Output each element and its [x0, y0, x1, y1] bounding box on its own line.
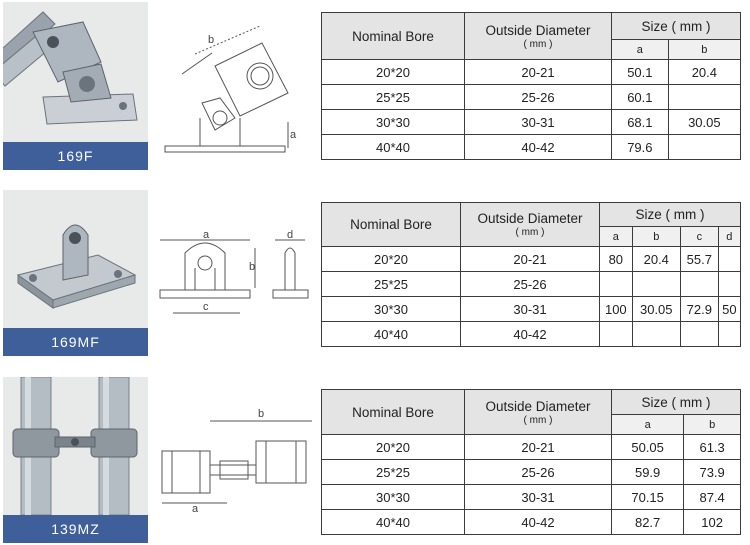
- drawing-label: d: [287, 229, 293, 241]
- col-header-size: Size ( mm ): [611, 12, 741, 40]
- col-header-size: Size ( mm ): [599, 202, 741, 227]
- col-header-outside-diameter: Outside Diameter( mm ): [464, 389, 612, 435]
- product-section-139mz: 139MZ b a Nominal Bore Outside Diameter(…: [0, 375, 750, 545]
- size-col-a: a: [610, 414, 685, 435]
- product-photo-139mz: 139MZ: [3, 377, 148, 543]
- fitting-139mz-image: [3, 377, 148, 516]
- product-code-label: 139MZ: [3, 515, 148, 543]
- spec-table-169mf: Nominal Bore Outside Diameter( mm ) Size…: [321, 202, 742, 347]
- size-col-b: b: [683, 414, 741, 435]
- drawing-label: a: [192, 503, 199, 513]
- size-col-a: a: [599, 226, 633, 247]
- product-code-label: 169F: [3, 142, 148, 170]
- size-col-a: a: [611, 39, 669, 60]
- fitting-169f-image: [3, 2, 148, 142]
- drawing-label: a: [203, 229, 210, 241]
- size-col-d: d: [717, 226, 742, 247]
- product-section-169mf: 169MF a b c d Nominal Bore Outside Diame…: [0, 188, 750, 358]
- drawing-label: a: [290, 129, 297, 141]
- technical-drawing-139mz: b a: [161, 408, 312, 513]
- spec-table-139mz: Nominal Bore Outside Diameter( mm ) Size…: [321, 389, 741, 535]
- drawing-label: c: [203, 301, 209, 313]
- size-col-b: b: [667, 39, 742, 60]
- technical-drawing-169mf: a b c d: [159, 229, 309, 314]
- col-header-nominal-bore: Nominal Bore: [321, 12, 465, 60]
- col-header-outside-diameter: Outside Diameter( mm ): [464, 12, 612, 60]
- product-section-169f: 169F b a Nominal Bore Outside Diameter( …: [0, 0, 750, 170]
- product-photo-169mf: 169MF: [3, 190, 148, 356]
- technical-drawing-169f: b a: [164, 25, 297, 153]
- col-header-nominal-bore: Nominal Bore: [321, 389, 465, 435]
- fitting-169mf-image: [3, 190, 148, 328]
- drawing-label: b: [208, 34, 214, 46]
- size-col-b: b: [631, 226, 681, 247]
- spec-table-169f: Nominal Bore Outside Diameter( mm ) Size…: [321, 12, 742, 160]
- col-header-nominal-bore: Nominal Bore: [321, 202, 461, 247]
- drawing-label: b: [249, 261, 255, 273]
- product-code-label: 169MF: [3, 328, 148, 356]
- product-photo-169f: 169F: [3, 2, 148, 170]
- col-header-outside-diameter: Outside Diameter( mm ): [460, 202, 600, 247]
- drawing-label: b: [258, 408, 264, 420]
- size-col-c: c: [679, 226, 719, 247]
- col-header-size: Size ( mm ): [611, 389, 741, 415]
